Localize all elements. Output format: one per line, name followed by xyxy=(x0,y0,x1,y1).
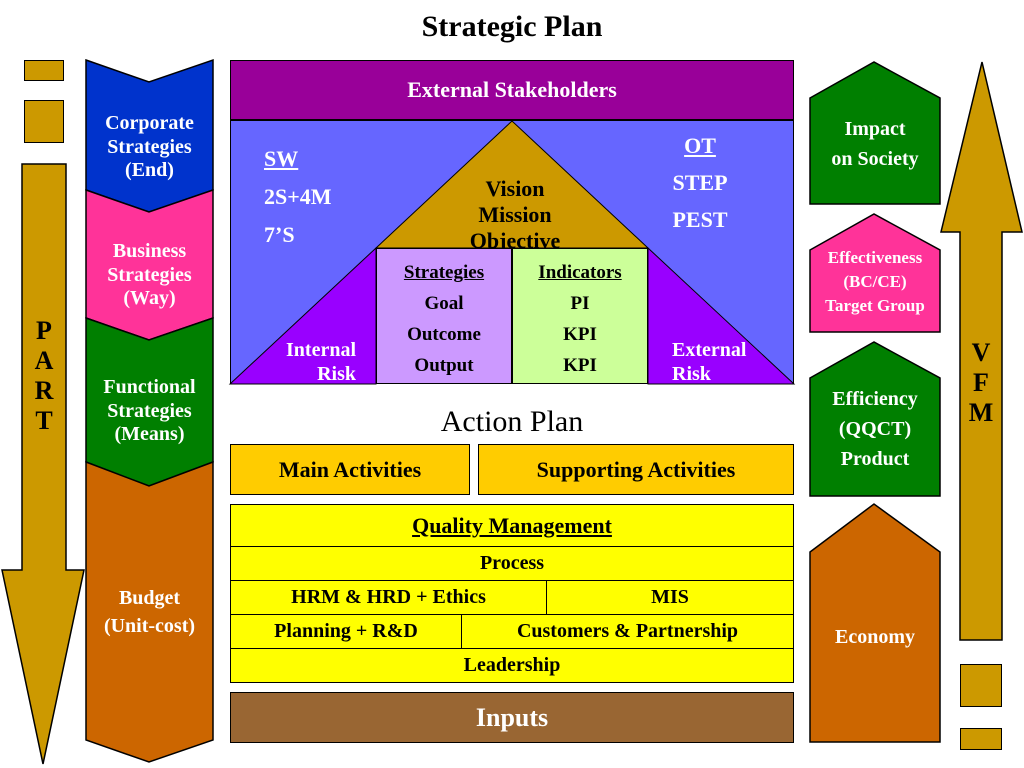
inputs-bar: Inputs xyxy=(230,692,794,743)
functional-strategies-text: Functional Strategies (Means) xyxy=(86,376,213,447)
part-label: P A R T xyxy=(22,316,66,436)
action-plan-heading: Action Plan xyxy=(440,405,584,438)
vision-mission-objective: Vision Mission Objective xyxy=(440,176,590,248)
ot-block: OT STEP PEST xyxy=(660,127,740,238)
part-letter: P xyxy=(36,316,52,345)
efficiency-line: Efficiency xyxy=(832,388,918,410)
strategies-box: Strategies Goal Outcome Output xyxy=(376,248,512,384)
supporting-activities-box: Supporting Activities xyxy=(478,444,794,495)
internal-risk-line: Internal xyxy=(286,339,356,361)
ot-heading: OT xyxy=(684,133,716,158)
strategies-item: Output xyxy=(414,355,474,376)
leadership-row: Leadership xyxy=(230,648,794,683)
indicators-item: PI xyxy=(570,293,590,314)
vision-line: Vision xyxy=(485,176,545,201)
corporate-line: Corporate xyxy=(105,112,194,134)
business-strategies-text: Business Strategies (Way) xyxy=(86,240,213,311)
external-risk-label: External Risk xyxy=(672,338,782,386)
corporate-line: Strategies xyxy=(107,135,192,158)
main-activities-box: Main Activities xyxy=(230,444,470,495)
vfm-bottom-block-1 xyxy=(960,664,1002,707)
functional-line: Functional xyxy=(103,376,196,398)
part-letter: R xyxy=(34,376,54,405)
sw-line: 7’S xyxy=(264,222,295,247)
business-line: Strategies xyxy=(107,263,192,286)
part-letter: T xyxy=(35,406,53,435)
part-top-block-2 xyxy=(24,100,64,143)
external-risk-line: Risk xyxy=(672,363,711,385)
strategies-item: Goal xyxy=(424,293,464,314)
indicators-box: Indicators PI KPI KPI xyxy=(512,248,648,384)
sw-heading: SW xyxy=(264,146,299,171)
ot-line: PEST xyxy=(672,207,728,232)
part-top-block-1 xyxy=(24,60,64,81)
external-risk-line: External xyxy=(672,339,747,361)
effectiveness-line: (BC/CE) xyxy=(843,272,907,291)
business-line: (Way) xyxy=(123,287,176,310)
part-letter: A xyxy=(34,346,54,375)
internal-risk-line: Risk xyxy=(317,363,356,385)
ot-line: STEP xyxy=(672,170,728,195)
effectiveness-text: Effectiveness (BC/CE) Target Group xyxy=(810,246,940,318)
economy-text: Economy xyxy=(835,626,915,648)
process-row: Process xyxy=(230,546,794,581)
quality-management-header: Quality Management xyxy=(230,504,794,547)
page-title: Strategic Plan xyxy=(421,10,603,43)
external-stakeholders-bar: External Stakeholders xyxy=(230,60,794,120)
part-down-arrow: P A R T xyxy=(0,0,85,768)
functional-line: Strategies xyxy=(107,399,192,422)
corporate-line: (End) xyxy=(125,159,174,182)
effectiveness-line: Target Group xyxy=(825,296,925,315)
indicators-item: KPI xyxy=(563,324,597,345)
indicators-item: KPI xyxy=(563,355,597,376)
vfm-bottom-block-2 xyxy=(960,728,1002,750)
budget-text: Budget (Unit-cost) xyxy=(86,584,213,640)
part-down-arrow-shape xyxy=(1,163,85,765)
functional-line: (Means) xyxy=(114,423,185,446)
sw-line: 2S+4M xyxy=(264,184,332,209)
impact-text: Impact on Society xyxy=(810,114,940,174)
corporate-strategies-text: Corporate Strategies (End) xyxy=(86,112,213,183)
budget-line: Budget xyxy=(118,587,181,609)
hrm-cell: HRM & HRD + Ethics xyxy=(230,580,547,615)
efficiency-text: Efficiency (QQCT) Product xyxy=(810,384,940,474)
impact-line: on Society xyxy=(831,148,919,170)
strategies-content: Strategies Goal Outcome Output xyxy=(377,257,511,381)
budget-chevron-shape xyxy=(85,460,214,763)
indicators-header: Indicators xyxy=(538,262,622,283)
strategies-header: Strategies xyxy=(403,262,485,283)
efficiency-line: (QQCT) xyxy=(838,418,912,440)
efficiency-line: Product xyxy=(840,448,910,470)
internal-risk-label: Internal Risk xyxy=(262,338,356,386)
sw-block: SW 2S+4M 7’S xyxy=(264,140,332,254)
impact-line: Impact xyxy=(844,118,906,140)
budget-line: (Unit-cost) xyxy=(103,615,196,637)
effectiveness-line: Effectiveness xyxy=(827,248,923,267)
business-line: Business xyxy=(112,240,187,262)
vision-line: Objective xyxy=(469,228,561,248)
strategies-item: Outcome xyxy=(407,324,481,345)
vision-line: Mission xyxy=(478,202,552,227)
indicators-content: Indicators PI KPI KPI xyxy=(513,257,647,381)
